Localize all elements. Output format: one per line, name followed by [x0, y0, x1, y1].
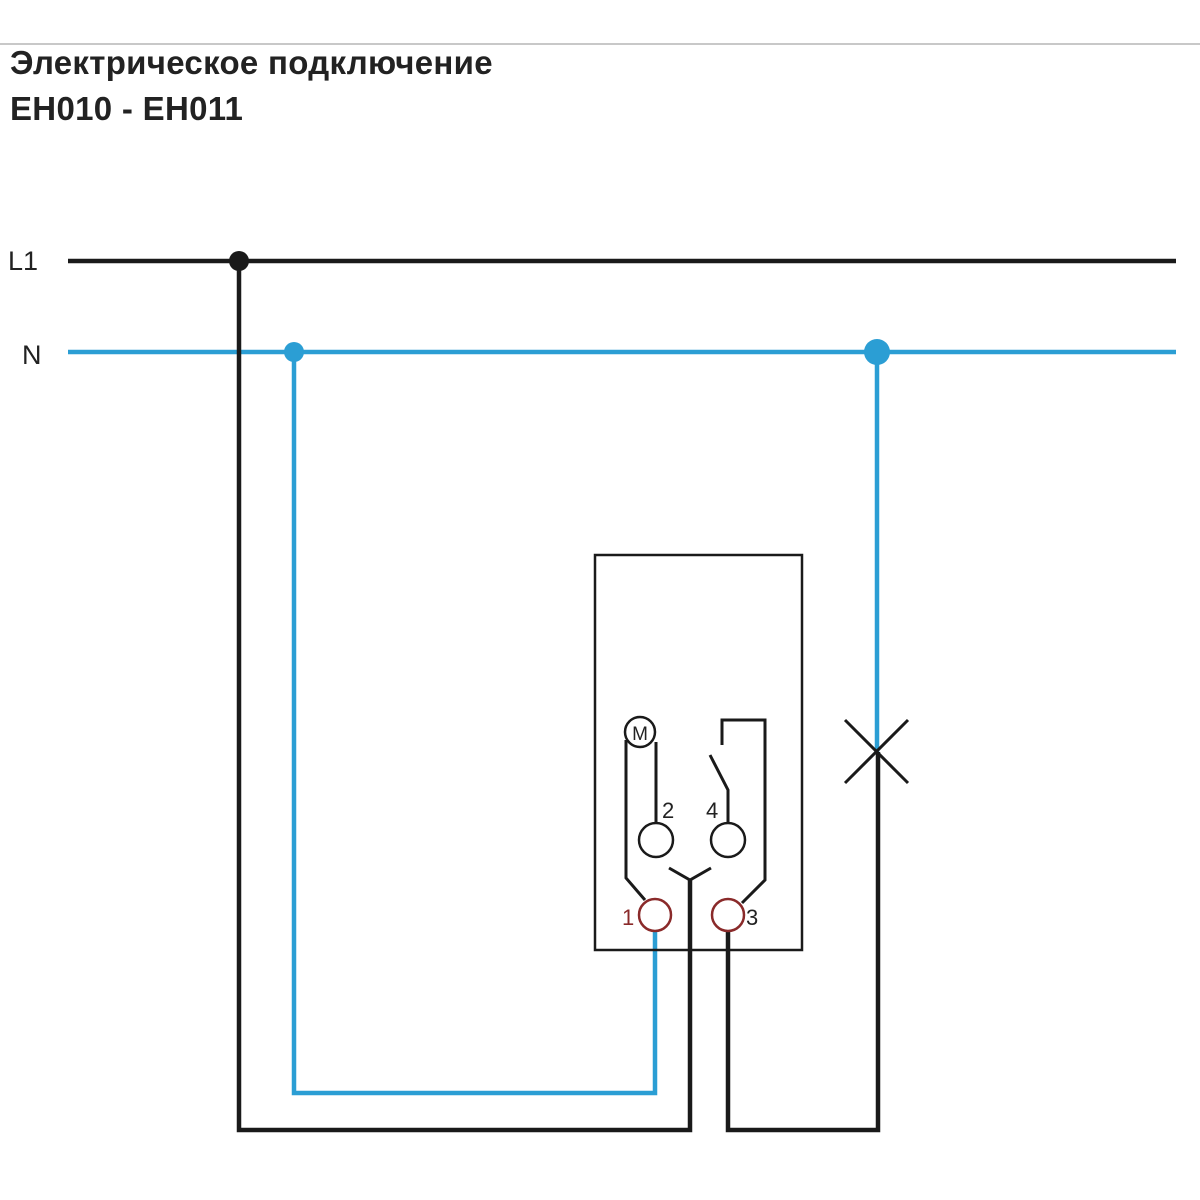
terminal-1-label: 1	[622, 905, 634, 930]
internal-wiring	[624, 718, 767, 950]
neutral-label: N	[22, 340, 42, 370]
terminal-2	[637, 821, 675, 859]
neutral-junction-dot	[284, 342, 304, 362]
neutral-junction-dot	[864, 339, 890, 365]
page-subtitle: EH010 - EH011	[10, 90, 244, 127]
terminal-3-label: 3	[746, 905, 758, 930]
page-title: Электрическое подключение	[10, 44, 493, 81]
switched-to-lamp	[725, 752, 881, 1133]
neutral-wires	[68, 349, 1176, 1096]
neutral-to-terminal-1	[291, 352, 658, 1096]
terminal-1	[637, 897, 673, 933]
terminal-4	[709, 821, 747, 859]
lamp-icon	[843, 718, 910, 785]
phase-label: L1	[8, 246, 38, 276]
svg-text:M: M	[632, 724, 648, 745]
device-housing	[593, 553, 804, 952]
terminal-2-label: 2	[662, 798, 674, 823]
terminal-3	[710, 897, 746, 933]
phase-wires	[68, 258, 1176, 1133]
terminal-4-label: 4	[706, 798, 718, 823]
phase-to-switch	[236, 261, 693, 1133]
phase-junction-dot	[229, 251, 249, 271]
motor-icon: M	[623, 715, 657, 749]
